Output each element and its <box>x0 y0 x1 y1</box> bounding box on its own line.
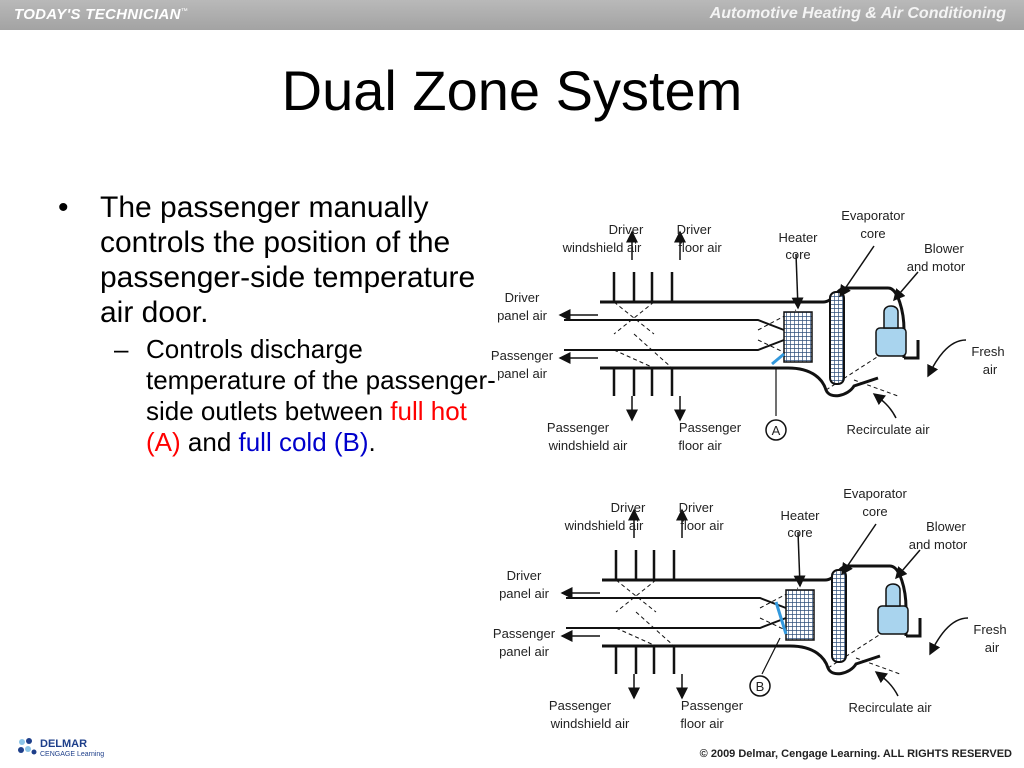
label-passenger-windshield-2: windshield air <box>550 716 630 731</box>
heater-core-a <box>783 311 813 363</box>
diagram-b: B Driver windshield air Driver floor air… <box>493 486 1007 731</box>
label-passenger-panel-1: Passenger <box>493 626 556 641</box>
label-fresh-2: air <box>985 640 1000 655</box>
label-driver-panel-1: Driver <box>505 290 540 305</box>
label-recirculate: Recirculate air <box>848 700 932 715</box>
full-hot-text: full hot (A) <box>146 396 467 457</box>
heater-core-b <box>785 589 815 641</box>
marker-a-label: A <box>772 423 781 438</box>
label-passenger-windshield-1: Passenger <box>549 698 612 713</box>
sub-bullet-dash-icon: – <box>114 334 129 364</box>
label-driver-panel-1: Driver <box>507 568 542 583</box>
label-fresh-1: Fresh <box>971 344 1004 359</box>
label-passenger-panel-2: panel air <box>497 366 548 381</box>
label-driver-panel-2: panel air <box>499 586 550 601</box>
label-heater-core-1: Heater <box>778 230 818 245</box>
label-evaporator-1: Evaporator <box>841 208 905 223</box>
marker-a-circle <box>765 419 787 441</box>
sub-bullet-end: . <box>368 427 376 457</box>
label-heater-core-2: core <box>787 525 812 540</box>
label-driver-floor-2: floor air <box>680 518 724 533</box>
dual-zone-diagram: A Driver windshield air Driver floor air… <box>491 208 1007 731</box>
label-driver-floor-2: floor air <box>678 240 722 255</box>
blower-b <box>877 605 909 635</box>
brand-logo-text: TODAY'S TECHNICIAN™ <box>14 6 188 23</box>
marker-b-circle <box>749 675 771 697</box>
bullet-list: • The passenger manually controls the po… <box>58 190 498 458</box>
label-driver-panel-2: panel air <box>497 308 548 323</box>
book-title: Automotive Heating & Air Conditioning <box>709 5 1006 22</box>
label-passenger-floor-2: floor air <box>678 438 722 453</box>
label-fresh-1: Fresh <box>973 622 1006 637</box>
label-passenger-floor-1: Passenger <box>681 698 744 713</box>
trademark-symbol: ™ <box>180 8 189 15</box>
label-passenger-floor-2: floor air <box>680 716 724 731</box>
full-cold-text: full cold (B) <box>238 427 369 457</box>
bullet-text: The passenger manually controls the posi… <box>100 191 476 329</box>
label-driver-floor-1: Driver <box>679 500 714 515</box>
brand-left-text: TODAY'S TECHNICIAN <box>14 6 181 23</box>
blower-a <box>875 327 907 357</box>
label-blower-1: Blower <box>924 241 964 256</box>
copyright-text: © 2009 Delmar, Cengage Learning. ALL RIG… <box>699 748 1012 760</box>
logo-line1: DELMAR <box>40 738 88 750</box>
delmar-logo-icon <box>18 738 37 755</box>
label-driver-windshield-1: Driver <box>609 222 644 237</box>
label-passenger-windshield-1: Passenger <box>547 420 610 435</box>
label-passenger-panel-2: panel air <box>499 644 550 659</box>
label-evaporator-2: core <box>862 504 887 519</box>
evaporator-core-b <box>831 569 847 663</box>
diagram-a: A Driver windshield air Driver floor air… <box>491 208 1005 453</box>
label-evaporator-1: Evaporator <box>843 486 907 501</box>
sub-bullet-item: – Controls discharge temperature of the … <box>58 334 498 458</box>
header-bar: TODAY'S TECHNICIAN™ Automotive Heating &… <box>0 0 1024 30</box>
label-heater-core-2: core <box>785 247 810 262</box>
sub-bullet-text: Controls discharge temperature of the pa… <box>146 334 496 426</box>
label-evaporator-2: core <box>860 226 885 241</box>
sub-bullet-middle: and <box>180 427 239 457</box>
label-fresh-2: air <box>983 362 998 377</box>
bullet-dot-icon: • <box>58 191 69 224</box>
evaporator-core-a <box>829 291 845 385</box>
label-passenger-floor-1: Passenger <box>679 420 742 435</box>
label-blower-2: and motor <box>909 537 968 552</box>
logo-line2: CENGAGE Learning <box>40 751 105 758</box>
marker-b-label: B <box>756 679 765 694</box>
bullet-item: • The passenger manually controls the po… <box>58 190 498 330</box>
label-driver-windshield-2: windshield air <box>562 240 642 255</box>
label-driver-floor-1: Driver <box>677 222 712 237</box>
label-driver-windshield-1: Driver <box>611 500 646 515</box>
label-passenger-windshield-2: windshield air <box>548 438 628 453</box>
label-blower-2: and motor <box>907 259 966 274</box>
label-recirculate: Recirculate air <box>846 422 930 437</box>
label-passenger-panel-1: Passenger <box>491 348 554 363</box>
slide-title: Dual Zone System <box>281 59 743 122</box>
label-heater-core-1: Heater <box>780 508 820 523</box>
label-driver-windshield-2: windshield air <box>564 518 644 533</box>
label-blower-1: Blower <box>926 519 966 534</box>
